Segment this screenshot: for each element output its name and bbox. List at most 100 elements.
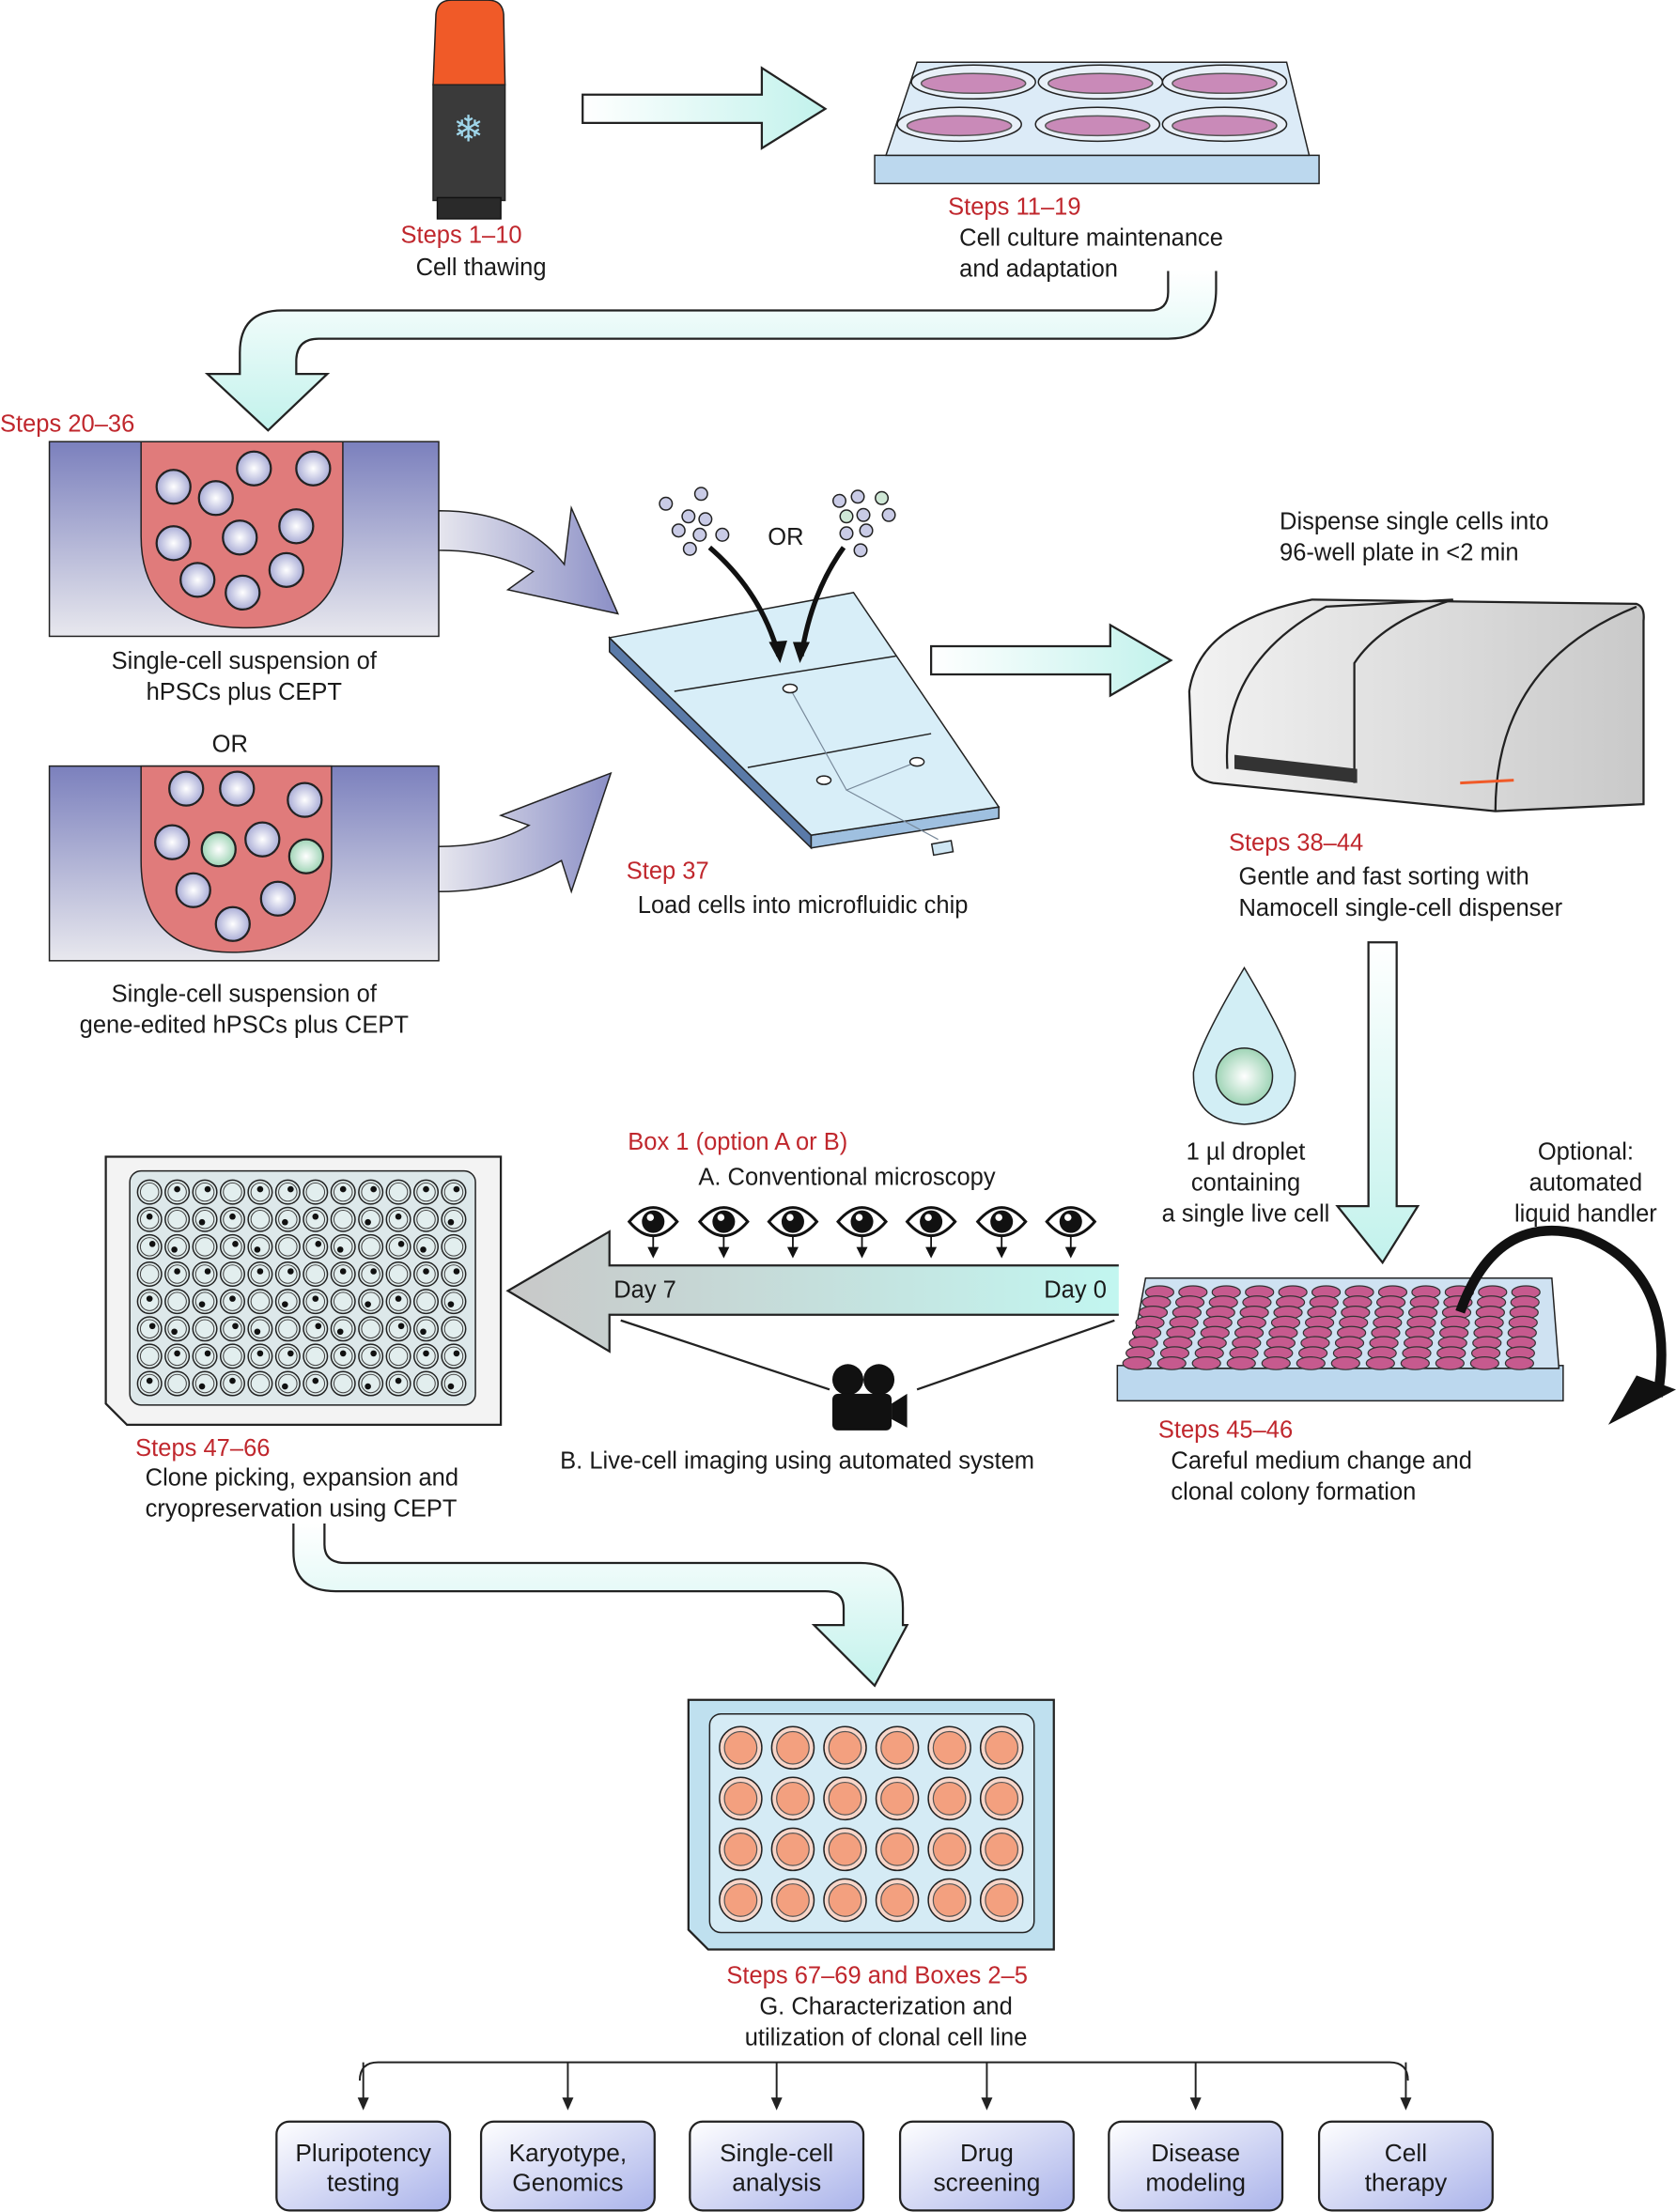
timeline-arrow-icon xyxy=(505,1230,1119,1353)
colony xyxy=(282,1218,288,1226)
well-medium xyxy=(920,72,1027,95)
colony xyxy=(204,1268,211,1275)
colony xyxy=(204,1350,211,1357)
cell-dot xyxy=(831,493,847,508)
well xyxy=(330,1316,356,1342)
well xyxy=(358,1343,384,1369)
day-0-label: Day 0 xyxy=(1044,1277,1107,1304)
tube-caption: hPSCs plus CEPT xyxy=(147,679,342,705)
cell xyxy=(155,525,192,562)
step-description: Clone picking, expansion and xyxy=(146,1464,458,1491)
colony xyxy=(395,1295,402,1302)
well xyxy=(385,1343,411,1369)
well xyxy=(330,1289,356,1315)
output-label: therapy xyxy=(1365,2168,1448,2196)
well xyxy=(303,1261,329,1288)
colony xyxy=(370,1350,377,1357)
well xyxy=(441,1316,467,1342)
box-label: Box 1 (option A or B) xyxy=(628,1129,847,1155)
eye-icon xyxy=(975,1206,1028,1259)
cell xyxy=(225,574,261,611)
step-label: Steps 67–69 and Boxes 2–5 xyxy=(726,1963,1028,1989)
cell-dot xyxy=(850,489,865,504)
well xyxy=(441,1233,467,1260)
curved-arrow-icon xyxy=(1455,1226,1667,1398)
colony xyxy=(315,1241,322,1247)
colony xyxy=(229,1377,236,1384)
output-box: Karyotype,Genomics xyxy=(479,2120,656,2212)
step-label: Steps 38–44 xyxy=(1229,830,1363,857)
cell-cluster xyxy=(659,487,730,556)
colony xyxy=(204,1185,211,1193)
well xyxy=(412,1233,440,1260)
colony xyxy=(336,1246,344,1253)
cell-dot xyxy=(881,507,896,522)
well xyxy=(441,1179,467,1205)
well xyxy=(274,1316,301,1342)
well xyxy=(136,1233,163,1260)
96-well-plate-clones xyxy=(104,1155,503,1427)
optional-caption: liquid handler xyxy=(1514,1201,1657,1228)
well xyxy=(164,1370,191,1397)
arrowhead-icon xyxy=(357,2097,369,2111)
cell xyxy=(175,872,211,908)
well xyxy=(1122,1356,1152,1370)
output-label: Single-cell xyxy=(720,2139,833,2167)
colony xyxy=(420,1328,427,1336)
colony xyxy=(397,1241,405,1247)
well xyxy=(192,1370,218,1397)
colony xyxy=(397,1323,405,1330)
well xyxy=(1226,1356,1256,1370)
day-7-label: Day 7 xyxy=(613,1277,676,1304)
or-label: OR xyxy=(768,524,803,550)
cell-dot xyxy=(853,543,868,558)
arrowhead-icon xyxy=(1607,1375,1676,1425)
arrow-down-icon xyxy=(1335,941,1420,1265)
colony xyxy=(339,1350,347,1357)
dispense-note: 96-well plate in <2 min xyxy=(1280,539,1519,565)
well xyxy=(274,1206,301,1232)
colony xyxy=(148,1241,156,1247)
well xyxy=(136,1343,163,1369)
step-description: cryopreservation using CEPT xyxy=(146,1495,458,1522)
cell xyxy=(200,831,237,868)
cell-tube-hpsc xyxy=(48,441,440,638)
cell-dot xyxy=(839,526,854,541)
eye-icon xyxy=(767,1206,819,1259)
well xyxy=(192,1233,218,1260)
colony xyxy=(395,1377,402,1384)
video-camera-icon xyxy=(831,1364,908,1431)
cell xyxy=(219,770,256,807)
option-b-label: B. Live-cell imaging using automated sys… xyxy=(560,1447,1034,1474)
arrowhead-icon xyxy=(770,2097,783,2111)
cell xyxy=(287,781,323,818)
well xyxy=(1296,1356,1326,1370)
well xyxy=(192,1316,218,1342)
colony xyxy=(365,1218,371,1226)
colony xyxy=(229,1295,236,1302)
well-medium xyxy=(1172,115,1278,137)
colony xyxy=(198,1218,206,1226)
cell xyxy=(259,880,296,917)
colony xyxy=(423,1185,429,1193)
eye-icon xyxy=(697,1206,750,1259)
well xyxy=(441,1370,467,1397)
arrowhead-icon xyxy=(792,642,810,663)
colony xyxy=(370,1185,377,1193)
step-label: Steps 47–66 xyxy=(135,1435,270,1462)
arrow-right-icon xyxy=(929,623,1173,698)
arrowhead-icon xyxy=(981,2097,993,2111)
colony xyxy=(254,1328,261,1336)
cell xyxy=(168,770,205,807)
u-turn-arrow-icon xyxy=(204,271,1218,432)
well xyxy=(330,1233,356,1260)
step-description: utilization of clonal cell line xyxy=(745,2025,1028,2051)
well xyxy=(274,1370,301,1397)
colony xyxy=(232,1323,239,1330)
cell-dot xyxy=(875,490,890,505)
colony xyxy=(287,1185,294,1193)
